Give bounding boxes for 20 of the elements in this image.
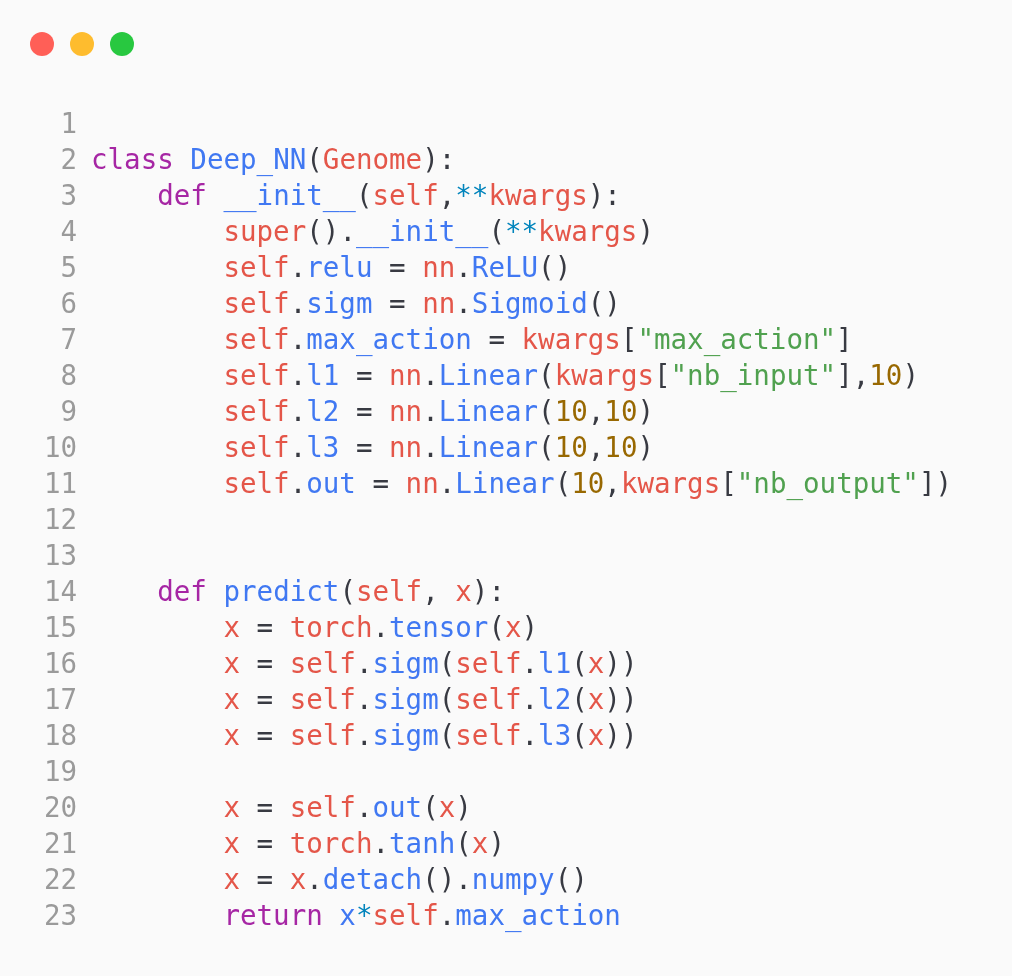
code-line: x = torch.tensor(x) xyxy=(222,610,539,645)
code-line: x = self.out(x) xyxy=(222,790,472,825)
code-line: def predict(self, x): xyxy=(156,574,505,609)
code-line: self.out = nn.Linear(10,kwargs["nb_output"]) xyxy=(222,466,953,501)
code-line: self.relu = nn.ReLU() xyxy=(222,250,572,285)
code-line: return x*self.max_action xyxy=(222,898,621,933)
code-line: self.sigm = nn.Sigmoid() xyxy=(222,286,621,321)
code-line: x = self.sigm(self.l1(x)) xyxy=(222,646,638,681)
code-line: self.l2 = nn.Linear(10,10) xyxy=(222,394,655,429)
code-line: x = self.sigm(self.l3(x)) xyxy=(222,718,638,753)
code-line: self.l3 = nn.Linear(10,10) xyxy=(222,430,655,465)
code-line: self.max_action = kwargs["max_action"] xyxy=(222,322,853,357)
code-line: self.l1 = nn.Linear(kwargs["nb_input"],10) xyxy=(222,358,919,393)
code-line: def __init__(self,**kwargs): xyxy=(156,178,621,213)
code-line: x = self.sigm(self.l2(x)) xyxy=(222,682,638,717)
code-line: x = x.detach().numpy() xyxy=(222,862,588,897)
code-line: super().__init__(**kwargs) xyxy=(222,214,654,249)
line-numbers: 1 2 3 4 5 6 7 8 9 10 11 12 13 14 15 16 17 18 19 20 21 22 23 xyxy=(42,106,77,933)
code-line: class Deep_NN(Genome): xyxy=(91,142,456,177)
code-line: x = torch.tanh(x) xyxy=(222,826,505,861)
